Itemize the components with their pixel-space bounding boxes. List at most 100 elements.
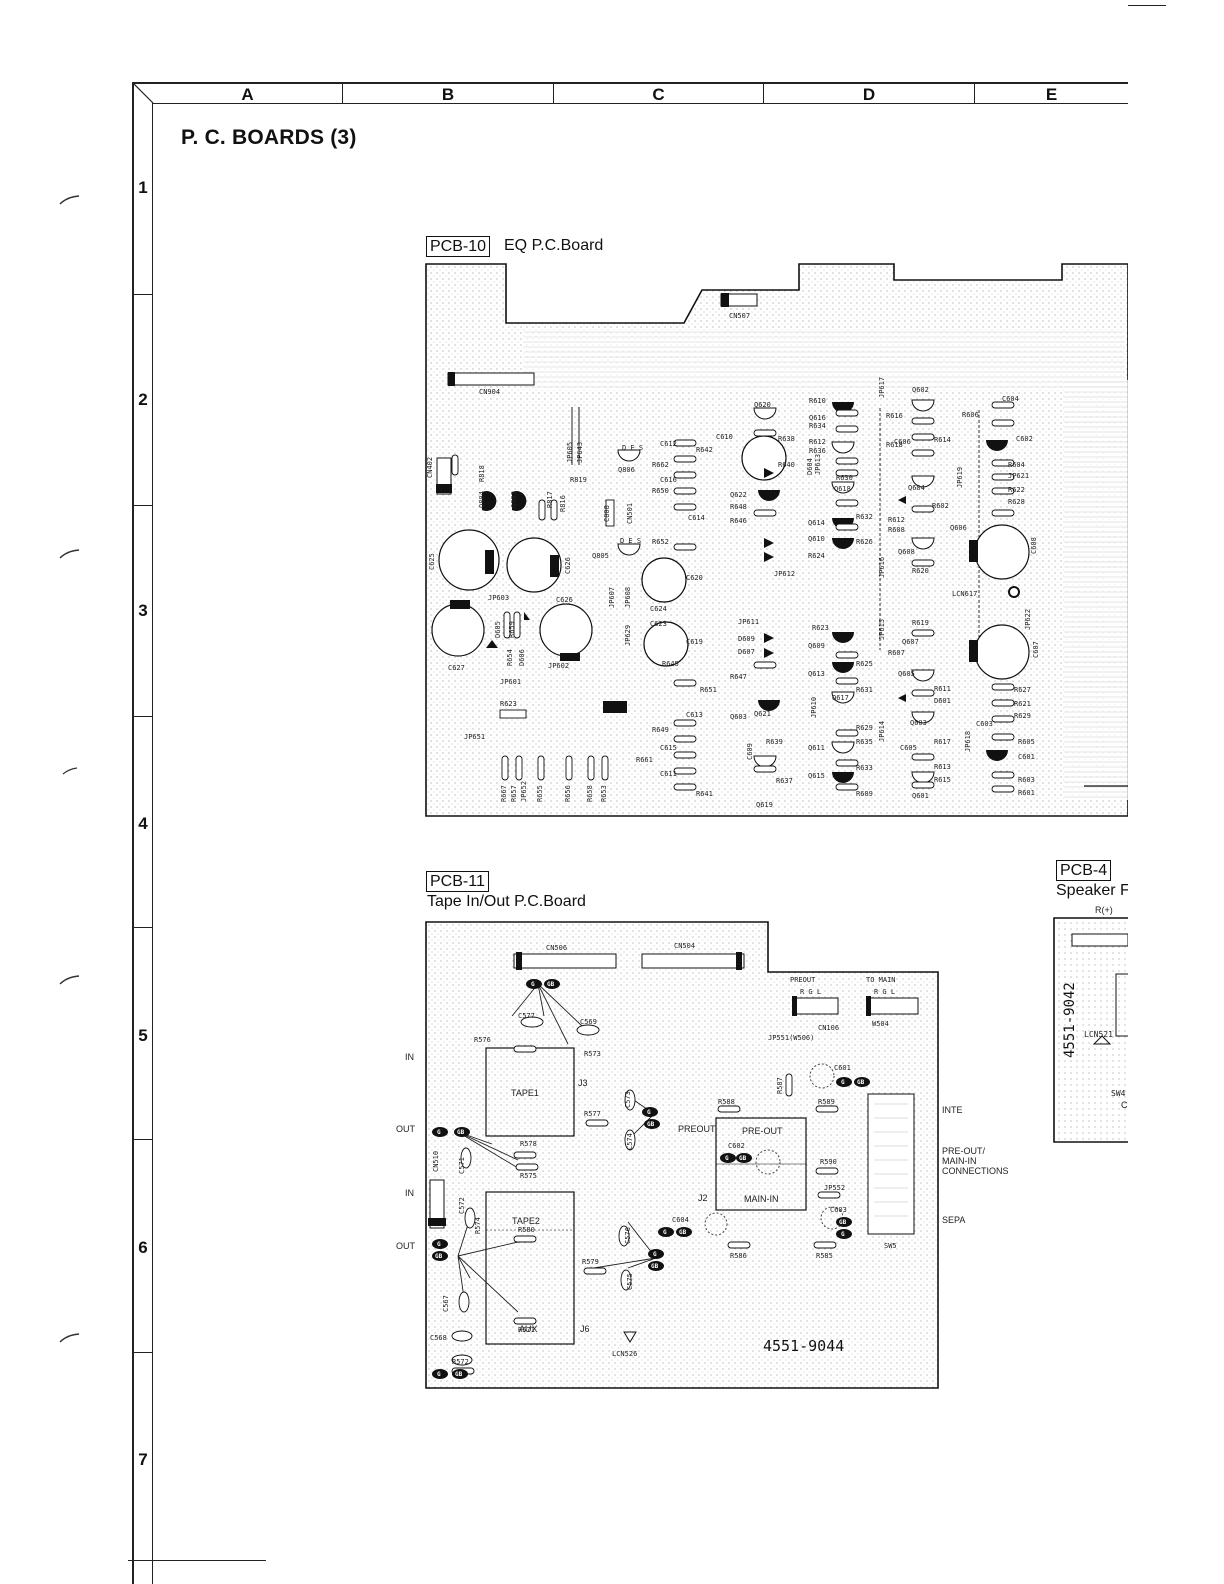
svg-text:JP607: JP607 bbox=[608, 587, 616, 608]
svg-text:R661: R661 bbox=[636, 756, 653, 764]
svg-text:C625: C625 bbox=[428, 553, 436, 570]
svg-text:R604: R604 bbox=[1008, 461, 1025, 469]
svg-text:JP643: JP643 bbox=[576, 442, 584, 463]
svg-text:JP622: JP622 bbox=[1024, 609, 1032, 630]
svg-text:D E S: D E S bbox=[622, 444, 643, 452]
svg-text:JP602: JP602 bbox=[548, 662, 569, 670]
svg-text:D E S: D E S bbox=[620, 537, 641, 545]
pcb4-terminal: R(+) bbox=[1095, 905, 1113, 915]
svg-text:R579: R579 bbox=[582, 1258, 599, 1266]
svg-text:R626: R626 bbox=[856, 538, 873, 546]
svg-text:C623: C623 bbox=[650, 620, 667, 628]
preout-side-label: PREOUT bbox=[678, 1124, 716, 1134]
svg-text:R609: R609 bbox=[856, 790, 873, 798]
svg-text:C620: C620 bbox=[686, 574, 703, 582]
svg-text:C576: C576 bbox=[624, 1227, 632, 1244]
svg-text:R630: R630 bbox=[836, 474, 853, 482]
svg-text:R629: R629 bbox=[856, 724, 873, 732]
svg-text:R636: R636 bbox=[809, 447, 826, 455]
tape2-label: TAPE2 bbox=[512, 1216, 540, 1226]
tape1-label: TAPE1 bbox=[511, 1088, 539, 1098]
j6-label: J6 bbox=[580, 1324, 590, 1334]
pcb11-part-number: 4551-9044 bbox=[763, 1337, 845, 1355]
svg-text:Q806: Q806 bbox=[618, 466, 635, 474]
svg-text:R627: R627 bbox=[1014, 686, 1031, 694]
svg-text:Q607: Q607 bbox=[902, 638, 919, 646]
svg-text:R642: R642 bbox=[696, 446, 713, 454]
svg-text:C610: C610 bbox=[716, 433, 733, 441]
svg-text:G: G bbox=[531, 981, 535, 988]
pcb11-tag: PCB-11 bbox=[426, 871, 489, 892]
svg-text:JP629: JP629 bbox=[624, 625, 632, 646]
svg-text:R612: R612 bbox=[888, 516, 905, 524]
svg-text:R G L: R G L bbox=[874, 988, 895, 996]
svg-text:R817: R817 bbox=[546, 491, 554, 508]
svg-text:JP618: JP618 bbox=[964, 731, 972, 752]
side-label-in-1: IN bbox=[405, 1052, 414, 1062]
svg-text:R G L: R G L bbox=[800, 988, 821, 996]
svg-text:C616: C616 bbox=[660, 476, 677, 484]
svg-text:GB: GB bbox=[839, 1219, 847, 1226]
pcb11-board: CN506 CN504 PREOUT TO MAIN R G L R G L C… bbox=[425, 921, 939, 1389]
svg-text:SW5: SW5 bbox=[884, 1242, 897, 1250]
frame-header-bottom-line bbox=[152, 103, 1128, 104]
svg-text:R590: R590 bbox=[820, 1158, 837, 1166]
svg-text:R606: R606 bbox=[962, 411, 979, 419]
pcb4-board bbox=[1053, 917, 1128, 1143]
svg-text:R575: R575 bbox=[520, 1172, 537, 1180]
svg-text:TO MAIN: TO MAIN bbox=[866, 976, 896, 984]
svg-text:G: G bbox=[437, 1371, 441, 1378]
svg-text:C604: C604 bbox=[1002, 395, 1019, 403]
svg-text:C571: C571 bbox=[458, 1157, 466, 1174]
svg-text:G: G bbox=[653, 1251, 657, 1258]
svg-text:R648: R648 bbox=[730, 503, 747, 511]
svg-text:R647: R647 bbox=[730, 673, 747, 681]
margin-punch-marks bbox=[59, 195, 80, 1343]
svg-text:Q804: Q804 bbox=[478, 491, 486, 508]
frame-top-line bbox=[132, 82, 1128, 84]
svg-text:GB: GB bbox=[457, 1129, 465, 1136]
svg-text:R605: R605 bbox=[1018, 738, 1035, 746]
svg-text:R610: R610 bbox=[809, 397, 826, 405]
svg-text:C614: C614 bbox=[688, 514, 705, 522]
svg-text:Q617: Q617 bbox=[832, 694, 849, 702]
svg-text:R573: R573 bbox=[584, 1050, 601, 1058]
svg-text:R615: R615 bbox=[934, 776, 951, 784]
svg-text:R621: R621 bbox=[1014, 700, 1031, 708]
row-divider-56 bbox=[132, 1139, 153, 1140]
svg-text:D601: D601 bbox=[934, 697, 951, 705]
svg-text:R657: R657 bbox=[510, 785, 518, 802]
frame-row-divider-line bbox=[152, 103, 153, 1584]
svg-text:R602: R602 bbox=[932, 502, 949, 510]
svg-text:JP601: JP601 bbox=[500, 678, 521, 686]
svg-text:C626: C626 bbox=[556, 596, 573, 604]
svg-text:R651: R651 bbox=[700, 686, 717, 694]
svg-text:C613: C613 bbox=[686, 711, 703, 719]
column-header-d: D bbox=[862, 85, 876, 104]
svg-text:R635: R635 bbox=[856, 738, 873, 746]
side-label-in-2: IN bbox=[405, 1188, 414, 1198]
svg-text:JP608: JP608 bbox=[624, 587, 632, 608]
svg-text:R659: R659 bbox=[508, 621, 516, 638]
right-label-preout-connections: PRE-OUT/ MAIN-IN CONNECTIONS bbox=[942, 1146, 1009, 1176]
svg-text:G: G bbox=[841, 1079, 845, 1086]
svg-text:JP651: JP651 bbox=[464, 733, 485, 741]
aux-label: AUX bbox=[519, 1324, 538, 1334]
svg-text:CN904: CN904 bbox=[479, 388, 500, 396]
svg-text:CN402: CN402 bbox=[426, 457, 434, 478]
row-divider-45 bbox=[132, 927, 153, 928]
frame-left-line bbox=[132, 82, 134, 1584]
svg-text:R608: R608 bbox=[888, 526, 905, 534]
svg-text:JP619: JP619 bbox=[956, 467, 964, 488]
svg-text:D609: D609 bbox=[738, 635, 755, 643]
svg-text:CN501: CN501 bbox=[626, 503, 634, 524]
svg-text:Q613: Q613 bbox=[808, 670, 825, 678]
svg-text:R607: R607 bbox=[888, 649, 905, 657]
svg-text:C601: C601 bbox=[1018, 753, 1035, 761]
pcb4-part-number: 4551-9042 bbox=[1062, 982, 1078, 1058]
svg-text:C601: C601 bbox=[834, 1064, 851, 1072]
col-divider-cd bbox=[763, 83, 764, 104]
svg-text:CN507: CN507 bbox=[729, 312, 750, 320]
svg-text:R645: R645 bbox=[662, 660, 679, 668]
svg-text:GB: GB bbox=[651, 1263, 659, 1270]
